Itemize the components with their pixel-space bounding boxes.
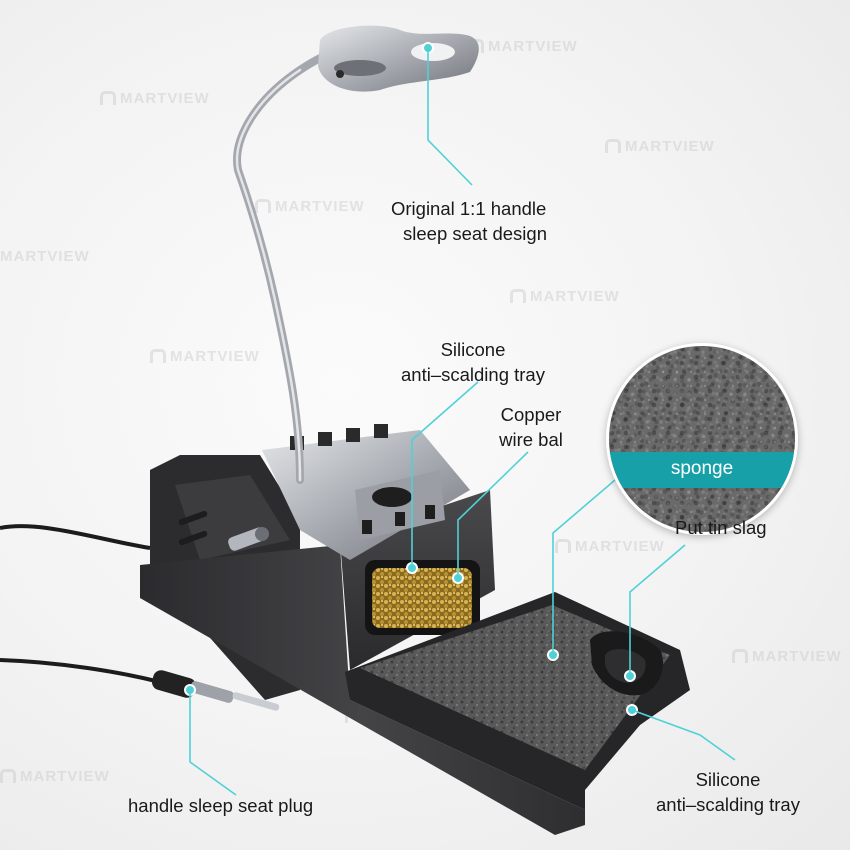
watermark: MARTVIEW (0, 768, 110, 785)
watermark: MARTVIEW (510, 288, 620, 305)
callout-copper-wire-line1: Copper (500, 404, 562, 425)
watermark: MARTVIEW (100, 90, 210, 107)
watermark-logo-icon (510, 289, 526, 303)
watermark: MARTVIEW (555, 538, 665, 555)
callout-copper-wire: Copper wire bal (483, 402, 579, 452)
watermark-logo-icon (0, 769, 16, 783)
callout-leader-lines (184, 42, 736, 796)
sponge-closeup-badge: sponge (606, 343, 798, 535)
callout-plug: handle sleep seat plug (128, 793, 313, 818)
callout-silicone-tray-top: Silicone anti–scalding tray (365, 337, 581, 387)
station-body (140, 455, 585, 835)
sleep-seat-head (318, 25, 479, 92)
callout-silicone-tray-top-line2: anti–scalding tray (401, 364, 545, 385)
watermark-logo-icon (150, 349, 166, 363)
watermark-logo-icon (732, 649, 748, 663)
callout-tin-slag: Put tin slag (675, 515, 767, 540)
callout-silicone-tray-bottom-line2: anti–scalding tray (656, 794, 800, 815)
callout-plug-text: handle sleep seat plug (128, 795, 314, 816)
watermark: MARTVIEW (732, 648, 842, 665)
callout-silicone-tray-bottom: Silicone anti–scalding tray (618, 767, 838, 817)
callout-silicone-tray-bottom-line1: Silicone (695, 769, 761, 790)
watermark: MARTVIEW (150, 348, 260, 365)
watermark-logo-icon (555, 539, 571, 553)
callout-silicone-tray-top-line1: Silicone (440, 339, 506, 360)
callout-sleep-seat-line2: sleep seat design (403, 223, 547, 244)
callout-sleep-seat-line1: Original 1:1 handle (391, 198, 547, 219)
sponge-label: sponge (609, 452, 795, 488)
sponge-texture (609, 346, 795, 532)
callout-copper-wire-line2: wire bal (499, 429, 563, 450)
callout-sleep-seat: Original 1:1 handle sleep seat design (391, 196, 547, 246)
watermark-logo-icon (605, 139, 621, 153)
callout-tin-slag-text: Put tin slag (675, 517, 767, 538)
watermark-logo-icon (255, 199, 271, 213)
watermark: MARTVIEW (0, 248, 90, 265)
watermark-logo-icon (100, 91, 116, 105)
power-cable (0, 524, 151, 550)
side-connector (228, 527, 269, 551)
plug-cable (0, 658, 161, 684)
watermark: MARTVIEW (255, 198, 365, 215)
handle-holder (262, 424, 470, 560)
sponge-tray (345, 592, 690, 810)
watermark: MARTVIEW (605, 138, 715, 155)
